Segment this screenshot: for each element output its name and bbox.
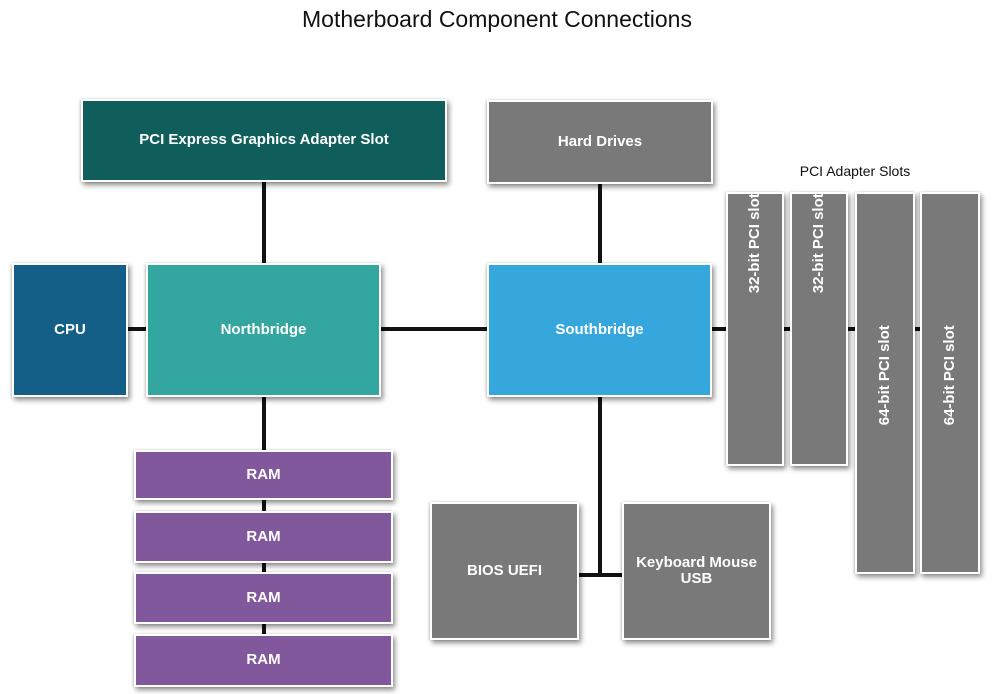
southbridge: Southbridge xyxy=(487,263,712,397)
ram-module-label: RAM xyxy=(246,527,281,545)
northbridge-label: Northbridge xyxy=(220,320,307,338)
pci-slot: 64-bit PCI slot xyxy=(855,192,915,574)
ram-module: RAM xyxy=(134,450,393,500)
ram-module: RAM xyxy=(134,572,393,624)
northbridge-southbridge-connector xyxy=(378,327,490,331)
hard-drives: Hard Drives xyxy=(487,100,713,184)
cpu: CPU xyxy=(12,263,128,397)
pcie-northbridge-connector xyxy=(262,180,266,266)
ram-module: RAM xyxy=(134,511,393,563)
pci-slot: 64-bit PCI slot xyxy=(920,192,980,574)
bios-keyboard-connector xyxy=(576,573,626,577)
cpu-northbridge-connector xyxy=(126,327,150,331)
pcie-graphics-slot-label: PCI Express Graphics Adapter Slot xyxy=(139,131,389,149)
hard-drives-label: Hard Drives xyxy=(557,132,643,150)
pci-adapter-slots-label: PCI Adapter Slots xyxy=(799,163,911,179)
bios-uefi: BIOS UEFI xyxy=(430,502,579,640)
harddrives-southbridge-connector xyxy=(598,183,602,266)
page-title: Motherboard Component Connections xyxy=(302,6,692,32)
ram-module-label: RAM xyxy=(246,465,281,483)
southbridge-io-connector xyxy=(598,395,602,577)
pci-slot-label: 64-bit PCI slot xyxy=(940,324,958,426)
northbridge: Northbridge xyxy=(146,263,381,397)
pci-slot: 32-bit PCI slot xyxy=(790,192,848,466)
pcie-graphics-slot: PCI Express Graphics Adapter Slot xyxy=(81,99,447,182)
pci-slot: 32-bit PCI slot xyxy=(726,192,784,466)
bios-uefi-label: BIOS UEFI xyxy=(466,561,542,579)
southbridge-label: Southbridge xyxy=(555,320,644,338)
pci-slot-label: 32-bit PCI slot xyxy=(809,192,827,294)
ram-module-label: RAM xyxy=(246,651,281,669)
pci-slot-label: 64-bit PCI slot xyxy=(875,324,893,426)
pci-slot-label: 32-bit PCI slot xyxy=(745,192,763,294)
keyboard-mouse-usb-label: Keyboard Mouse USB xyxy=(636,553,757,587)
ram-module: RAM xyxy=(134,634,393,687)
ram-module-label: RAM xyxy=(246,588,281,606)
cpu-label: CPU xyxy=(54,320,86,338)
keyboard-mouse-usb: Keyboard Mouse USB xyxy=(622,502,771,640)
